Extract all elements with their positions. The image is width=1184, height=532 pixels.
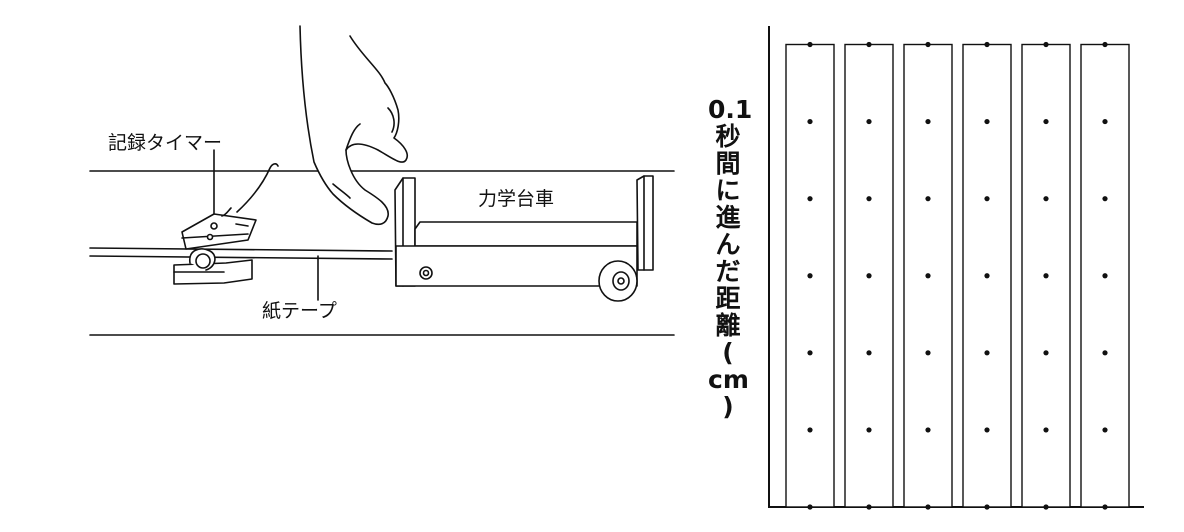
tape-dot [925, 41, 931, 48]
tape-dot [925, 350, 931, 356]
y-axis-label-char: 間 [715, 149, 741, 178]
paper-tape-label: 紙テープ [262, 300, 337, 322]
tape-dot [984, 196, 990, 202]
y-axis-label-char: cm [708, 365, 749, 394]
tape-dot [807, 41, 813, 48]
tape-dot [984, 41, 990, 48]
tape-dot [1102, 273, 1108, 279]
tape-dot [1043, 427, 1049, 433]
timer-cord [236, 163, 279, 213]
tape-dot [866, 118, 872, 125]
dynamics-cart [394, 175, 654, 302]
y-axis-label-char: ( [722, 338, 734, 367]
tape-dot [925, 504, 931, 510]
y-axis-label-char: 0.1 [708, 95, 753, 124]
tape-dot [807, 427, 813, 433]
tape-dot [866, 427, 872, 433]
tape-dot [984, 118, 990, 125]
tape-dot [925, 118, 931, 125]
paper-tape [89, 247, 393, 260]
tape-dot [1043, 118, 1049, 125]
tape-dot [866, 504, 872, 510]
y-axis-label-char: 秒 [715, 122, 741, 151]
y-axis-label-char: 離 [715, 311, 741, 340]
tape-dot [1043, 41, 1049, 48]
tape-strips [785, 41, 1130, 510]
recording-timer-label: 記録タイマー [108, 132, 223, 154]
y-axis-label-char: 距 [715, 284, 741, 313]
dynamics-cart-label: 力学台車 [478, 188, 555, 210]
tape-dot [866, 273, 872, 279]
tape-dot [866, 196, 872, 202]
y-axis-label-char: ) [722, 392, 734, 421]
tape-dot [1102, 196, 1108, 202]
tape-dot [807, 504, 813, 510]
y-axis-label-char: 進 [715, 203, 741, 232]
tape-dot [1102, 118, 1108, 125]
tape-dot [1102, 504, 1108, 510]
tape-dot [1102, 41, 1108, 48]
tape-dot [866, 41, 872, 48]
y-axis-label-char: に [715, 176, 741, 205]
tape-dot [807, 118, 813, 125]
tape-dot [984, 273, 990, 279]
tape-dot [807, 350, 813, 356]
tape-dot [866, 350, 872, 356]
tape-dot [807, 196, 813, 202]
tape-dot [1043, 273, 1049, 279]
tape-dot [925, 427, 931, 433]
y-axis-label: 0.1 秒 間 に 進 ん だ 距 離 ( cm ) [708, 95, 753, 421]
tape-dot [984, 504, 990, 510]
y-axis-label-char: だ [715, 257, 741, 286]
tape-dot [1102, 427, 1108, 433]
y-axis-label-char: ん [715, 230, 741, 259]
tape-dot [984, 350, 990, 356]
hand [299, 25, 409, 226]
tape-dot [925, 196, 931, 202]
tape-dot [984, 427, 990, 433]
tape-dot [925, 273, 931, 279]
tape-dot [807, 273, 813, 279]
tape-dot [1102, 350, 1108, 356]
tape-dot [1043, 504, 1049, 510]
tape-dot [1043, 350, 1049, 356]
recording-timer [173, 207, 257, 285]
tape-dot [1043, 196, 1049, 202]
